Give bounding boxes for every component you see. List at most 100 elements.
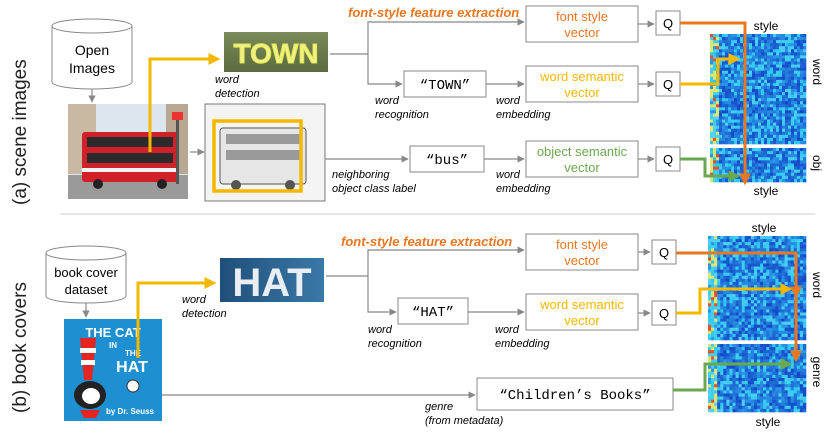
heatmap-cell	[799, 333, 804, 338]
heatmap-cell	[790, 300, 795, 304]
heatmap-cell	[747, 248, 752, 252]
heatmap-cell	[761, 172, 765, 177]
heatmap-cell	[776, 119, 780, 123]
heatmap-cell	[800, 175, 804, 180]
heatmap-cell	[763, 306, 767, 310]
heatmap-cell	[719, 64, 723, 68]
heatmap-cell	[753, 396, 758, 400]
heatmap-cell	[749, 55, 753, 59]
word-recognition-label-1: word	[375, 95, 400, 107]
heatmap-cell	[763, 353, 767, 357]
heatmap-cell	[749, 95, 753, 99]
heatmap-cell	[793, 245, 798, 249]
heatmap-cell	[755, 116, 759, 120]
heatmap-cell	[717, 257, 721, 261]
heatmap-cell	[741, 245, 746, 249]
heatmap-cell	[775, 350, 779, 354]
heatmap-cell	[722, 46, 726, 50]
heatmap-cell	[752, 58, 756, 62]
heatmap-cell	[720, 248, 724, 252]
heatmap-cell	[741, 236, 746, 240]
heatmap-cell	[757, 321, 761, 326]
heatmap-cell	[719, 104, 723, 108]
heatmap-cell	[752, 49, 756, 53]
heatmap-cell	[758, 169, 762, 174]
heatmap-cell	[767, 157, 771, 161]
heatmap-cell	[797, 116, 801, 120]
heatmap-cell	[803, 107, 807, 111]
heatmap-cell	[749, 148, 753, 152]
heatmap-cell	[713, 58, 717, 62]
heatmap-cell	[769, 402, 773, 407]
heatmap-cell	[766, 405, 770, 410]
heatmap-cell	[779, 76, 783, 81]
heatmap-cell	[737, 104, 741, 108]
heatmap-cell	[769, 263, 773, 267]
heatmap-cell	[773, 76, 777, 81]
heatmap-cell	[716, 55, 720, 59]
heatmap-cell	[775, 297, 779, 301]
heatmap-cell	[782, 137, 786, 142]
heatmap-cell	[785, 73, 789, 78]
heatmap-cell	[803, 178, 807, 183]
heatmap-cell	[734, 37, 738, 41]
heatmap-cell	[723, 315, 727, 319]
heatmap-cell	[723, 245, 727, 249]
heatmap-cell	[747, 381, 752, 385]
heatmap-cell	[796, 236, 801, 240]
heatmap-cell	[753, 371, 758, 376]
heatmap-cell	[747, 242, 752, 246]
heatmap-cell	[790, 396, 795, 400]
heatmap-cell	[758, 101, 762, 105]
heatmap-cell	[741, 393, 746, 397]
heatmap-cell	[728, 85, 732, 90]
heatmap-cell	[785, 119, 789, 123]
heatmap-cell	[750, 257, 755, 261]
heatmap-cell	[734, 119, 738, 123]
heatmap-cell	[784, 368, 788, 373]
heatmap-cell	[763, 356, 767, 360]
heatmap-cell	[753, 269, 758, 274]
heatmap-cell	[766, 297, 770, 301]
heatmap-cell	[746, 131, 750, 136]
heatmap-cell	[750, 330, 755, 335]
heatmap-cell	[752, 43, 756, 47]
heatmap-cell	[732, 327, 736, 332]
heatmap-cell	[723, 359, 727, 363]
heatmap-cell	[775, 291, 779, 295]
heatmap-cell	[717, 269, 721, 274]
heatmap-cell	[766, 309, 770, 313]
heatmap-cell	[791, 178, 795, 183]
heatmap-cell	[784, 353, 788, 357]
heatmap-cell	[785, 137, 789, 142]
heatmap-cell	[749, 166, 753, 170]
heatmap-cell	[734, 110, 738, 114]
heatmap-cell	[719, 70, 723, 75]
heatmap-cell	[747, 278, 752, 283]
heatmap-cell	[791, 58, 795, 62]
heatmap-cell	[763, 381, 767, 385]
heatmap-cell	[746, 55, 750, 59]
heatmap-cell	[723, 254, 727, 258]
heatmap-cell	[741, 381, 746, 385]
heatmap-cell	[714, 281, 718, 286]
heatmap-cell	[752, 116, 756, 120]
heatmap-cell	[769, 321, 773, 326]
word-quote-text: “TOWN”	[420, 78, 470, 94]
style-word-matrix-a	[710, 34, 807, 145]
heatmap-cell	[758, 49, 762, 53]
heatmap-cell	[757, 387, 761, 391]
heatmap-cell	[720, 263, 724, 267]
heatmap-cell	[755, 134, 759, 139]
heatmap-cell	[793, 399, 798, 404]
heatmap-cell	[796, 387, 801, 391]
heatmap-cell	[725, 122, 729, 126]
heatmap-cell	[802, 281, 807, 286]
heatmap-cell	[800, 116, 804, 120]
heatmap-cell	[760, 333, 764, 338]
heatmap-cell	[797, 113, 801, 117]
heatmap-cell	[773, 128, 777, 133]
heatmap-cell	[788, 134, 792, 139]
heatmap-cell	[747, 393, 752, 397]
heatmap-cell	[803, 113, 807, 117]
